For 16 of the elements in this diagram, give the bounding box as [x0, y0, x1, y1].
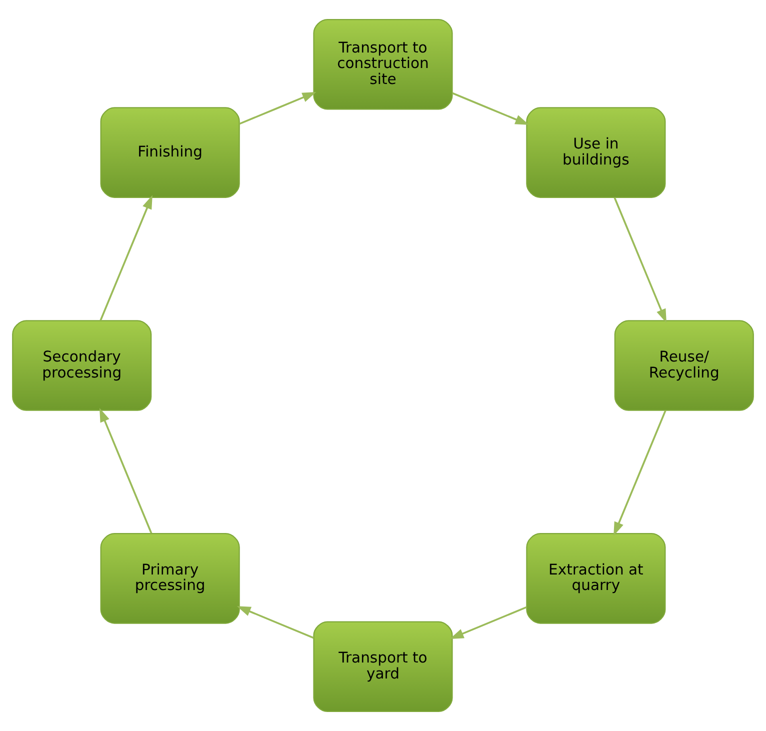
arrow — [100, 408, 152, 534]
node-box: Finishing — [100, 107, 240, 198]
arrow — [452, 92, 530, 125]
node-box: Secondary processing — [12, 320, 152, 411]
arrow — [450, 606, 527, 639]
arrow — [236, 606, 314, 639]
node-box: Extraction at quarry — [526, 533, 666, 624]
node-box: Transport to construction site — [313, 18, 453, 110]
arrow — [100, 195, 152, 321]
node-box: Primary prcessing — [100, 533, 240, 624]
node-box: Reuse/ Recycling — [614, 320, 754, 411]
node-box: Use in buildings — [526, 107, 666, 198]
arrow — [614, 410, 666, 536]
node-box: Transport to yard — [313, 621, 453, 712]
arrow — [239, 92, 316, 125]
arrow — [614, 197, 666, 323]
